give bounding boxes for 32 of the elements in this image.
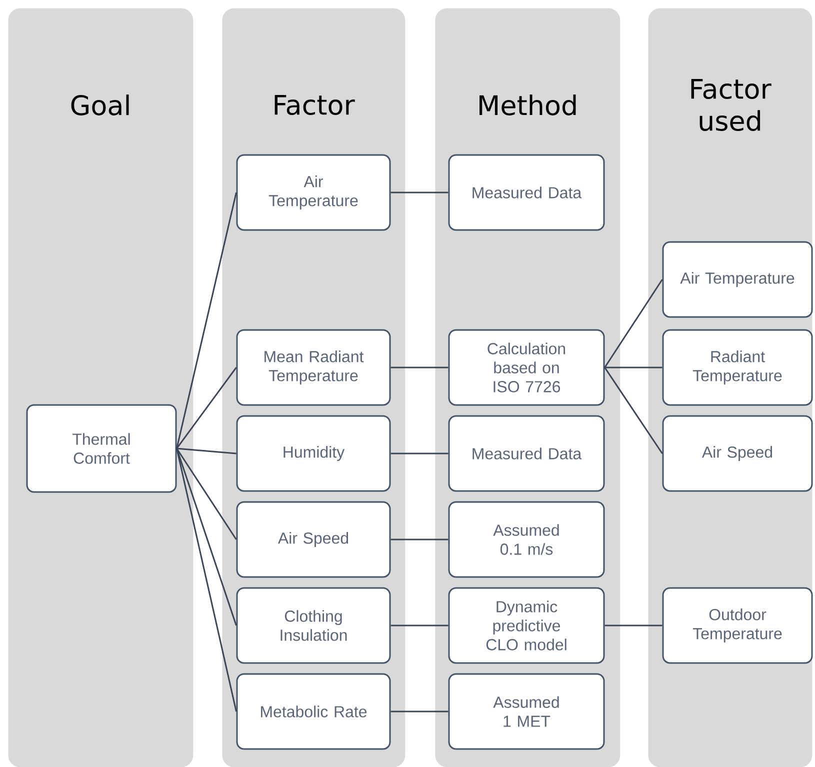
process-box: Mean Radiant Temperature <box>236 329 391 406</box>
process-box: Air Temperature <box>662 241 813 318</box>
connector-line <box>176 367 237 449</box>
process-box: Radiant Temperature <box>662 329 813 406</box>
process-box: Air Speed <box>662 415 813 492</box>
process-box: Measured Data <box>448 154 605 231</box>
connector-line <box>390 538 448 540</box>
process-box: Assumed 1 MET <box>448 673 605 750</box>
connector-line <box>390 624 448 626</box>
process-box: Clothing Insulation <box>236 587 391 664</box>
connector-line <box>176 448 237 540</box>
connector-line <box>390 366 448 368</box>
process-box: Metabolic Rate <box>236 673 391 750</box>
process-box: Humidity <box>236 415 391 492</box>
connector-line <box>176 448 236 454</box>
process-box: Dynamic predictive CLO model <box>448 587 605 664</box>
connector-line <box>604 279 663 368</box>
process-box: Outdoor Temperature <box>662 587 813 664</box>
process-box: Calculation based on ISO 7726 <box>448 329 605 406</box>
connector-line <box>390 192 448 194</box>
process-box: Measured Data <box>448 415 605 492</box>
connector-line <box>390 452 448 454</box>
process-box: Air Temperature <box>236 154 391 231</box>
connector-line <box>390 710 448 712</box>
connector-line <box>604 624 662 626</box>
connector-line <box>176 192 237 449</box>
process-box: Thermal Comfort <box>26 404 177 493</box>
process-box: Air Speed <box>236 501 391 578</box>
process-box: Assumed 0.1 m/s <box>448 501 605 578</box>
connector-line <box>604 367 663 454</box>
connector-line <box>604 366 662 368</box>
connector-line <box>176 448 237 712</box>
